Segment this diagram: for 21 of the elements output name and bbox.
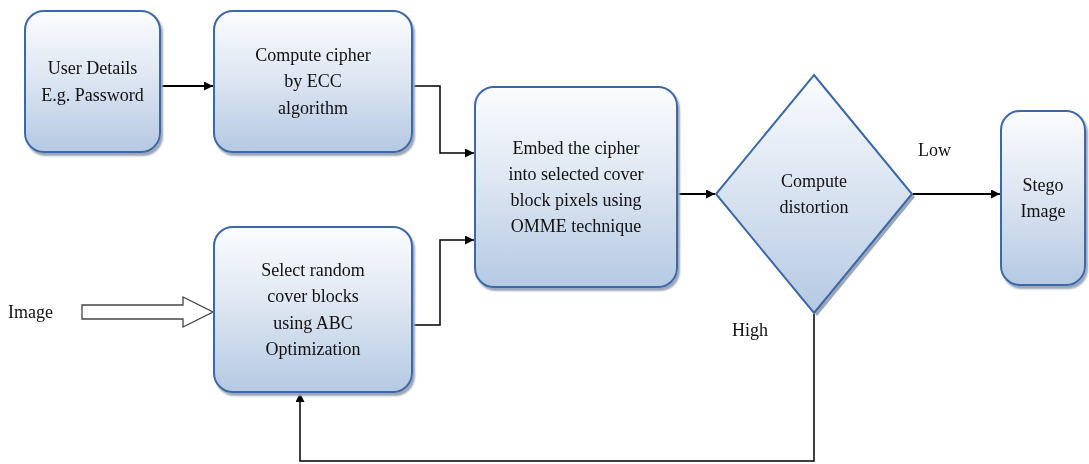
node-text: Stego Image (1019, 173, 1067, 223)
node-text: Select random cover blocks using ABC Optimization (260, 259, 366, 361)
block-arrow (81, 295, 215, 329)
arrow (412, 85, 475, 158)
arrow (677, 189, 716, 199)
decision-diamond (715, 74, 913, 314)
node-text: Embed the cipher into selected cover block pixels using OMME technique (507, 136, 645, 239)
arrow (912, 189, 1001, 199)
process-box (474, 86, 678, 288)
process-box (213, 226, 413, 393)
arrow (160, 81, 214, 91)
node-text: Image (8, 300, 53, 324)
node-text: Compute cipher by ECC algorithm (254, 44, 372, 120)
arrow (295, 313, 815, 462)
arrow (412, 235, 475, 326)
node-text: Compute distortion (778, 169, 850, 219)
process-box (24, 10, 161, 153)
process-box (1000, 110, 1086, 286)
process-box (213, 10, 413, 153)
edge-label: High (730, 320, 770, 341)
node-text: User Details E.g. Password (40, 57, 145, 107)
